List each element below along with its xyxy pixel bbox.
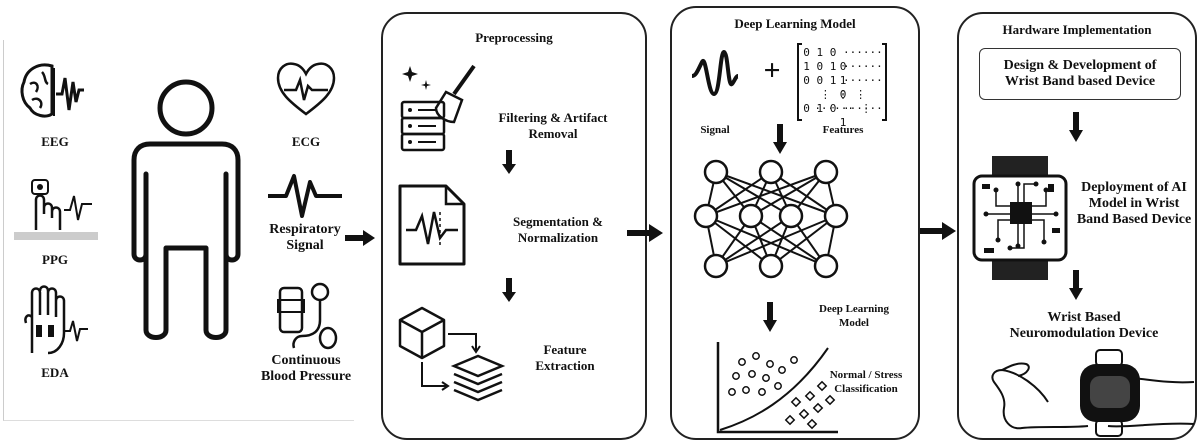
class-normal-point: [790, 356, 798, 364]
class-normal-point: [732, 372, 740, 380]
heart-ecg-icon: [276, 62, 336, 116]
design-label: Design & Development of Wrist Band based…: [1003, 58, 1157, 89]
signal-sources-panel: [3, 40, 354, 421]
class-normal-point: [738, 358, 746, 366]
class-stress-point: [806, 418, 818, 430]
nn-edge: [770, 171, 837, 217]
class-stress-point: [824, 394, 836, 406]
class-stress-point: [804, 390, 816, 402]
data-cleaning-icon: [400, 64, 476, 152]
nn-edge: [705, 171, 827, 217]
nn-edge: [705, 215, 827, 267]
class-normal-point: [748, 370, 756, 378]
matrix-row: 0 1 0 ······ 1: [803, 102, 883, 129]
classification-label: Normal / Stress Classification: [829, 369, 903, 395]
class-normal-point: [752, 352, 760, 360]
features-label: Features: [822, 124, 864, 136]
matrix-row: 0 0 1 ······ 0: [803, 74, 883, 101]
signal-label: Signal: [700, 124, 730, 136]
nn-edge: [750, 171, 827, 217]
wristband-chip-icon: [972, 156, 1068, 280]
respiratory-wave-icon: [268, 174, 342, 218]
class-normal-point: [774, 382, 782, 390]
nn-edge: [715, 215, 792, 267]
down-arrow-icon: [1069, 270, 1083, 300]
flow-arrow-icon: [627, 224, 663, 242]
matrix-row: ⋮ ⋮ ⋮ ······ ⋮: [814, 88, 872, 115]
nn-edge: [705, 171, 772, 217]
eda-label: EDA: [41, 365, 69, 380]
finger-sensor-icon: [14, 179, 98, 240]
flow-arrow-icon: [345, 230, 375, 246]
down-arrow-icon: [773, 124, 787, 154]
plot-axes: [716, 342, 838, 434]
feature-extraction-icon: [398, 306, 506, 402]
hand-icon: [24, 285, 88, 355]
class-stress-point: [816, 380, 828, 392]
deployment-label: Deployment of AI Model in Wrist Band Bas…: [1076, 180, 1192, 227]
nn-edge: [750, 215, 827, 267]
class-normal-point: [742, 386, 750, 394]
class-stress-point: [790, 396, 802, 408]
ecg-label: ECG: [291, 134, 321, 149]
wrist-device-hand-icon: [991, 349, 1195, 437]
down-arrow-icon: [1069, 112, 1083, 142]
class-stress-point: [812, 402, 824, 414]
nn-node: [703, 159, 729, 185]
class-normal-point: [778, 366, 786, 374]
nn-edge: [715, 171, 792, 217]
deep-learning-title: Deep Learning Model: [734, 16, 856, 31]
class-normal-point: [728, 388, 736, 396]
nn-node: [778, 203, 804, 229]
down-arrow-icon: [502, 150, 516, 174]
down-arrow-icon: [763, 302, 777, 332]
classification-plot-icon: [716, 342, 838, 434]
nn-node: [813, 253, 839, 279]
wrist-device-label: Wrist Based Neuromodulation Device: [1009, 310, 1159, 341]
dl-model-label: Deep Learning Model: [819, 303, 889, 329]
nn-node: [813, 159, 839, 185]
blood-pressure-cuff-icon: [277, 282, 338, 350]
preprocessing-title: Preprocessing: [475, 30, 553, 45]
feature-matrix-icon: [797, 43, 887, 121]
class-normal-point: [758, 388, 766, 396]
class-normal-point: [766, 360, 774, 368]
nn-edge: [715, 171, 837, 217]
ppg-label: PPG: [42, 252, 68, 267]
nn-edge: [770, 215, 837, 267]
signal-document-icon: [398, 184, 466, 266]
class-stress-point: [798, 408, 810, 420]
design-box: [979, 48, 1181, 100]
brain-icon: [20, 63, 84, 118]
nn-edge: [705, 215, 772, 267]
nn-edge: [715, 215, 837, 267]
down-arrow-icon: [502, 278, 516, 302]
flow-arrow-icon: [920, 222, 956, 240]
blood-pressure-label: Continuous Blood Pressure: [260, 353, 352, 384]
nn-node: [738, 203, 764, 229]
matrix-row: 1 0 1 ······ 1: [803, 60, 883, 87]
segmentation-label: Segmentation & Normalization: [513, 214, 603, 245]
nn-node: [823, 203, 849, 229]
nn-node: [703, 253, 729, 279]
respiratory-label: Respiratory Signal: [269, 222, 341, 253]
nn-node: [693, 203, 719, 229]
neural-network-icon: [693, 159, 849, 279]
plus-sign: +: [763, 54, 781, 87]
signal-wave-icon: [691, 49, 739, 97]
nn-node: [758, 253, 784, 279]
filtering-label: Filtering & Artifact Removal: [498, 110, 608, 141]
hardware-title: Hardware Implementation: [1002, 22, 1152, 37]
decision-boundary: [719, 347, 829, 431]
nn-node: [758, 159, 784, 185]
person-icon: [131, 79, 241, 340]
class-normal-point: [762, 374, 770, 382]
class-stress-point: [784, 414, 796, 426]
eeg-label: EEG: [41, 134, 69, 149]
feature-extraction-label: Feature Extraction: [535, 342, 595, 373]
matrix-row: 0 1 0 ······ 0: [803, 46, 883, 73]
